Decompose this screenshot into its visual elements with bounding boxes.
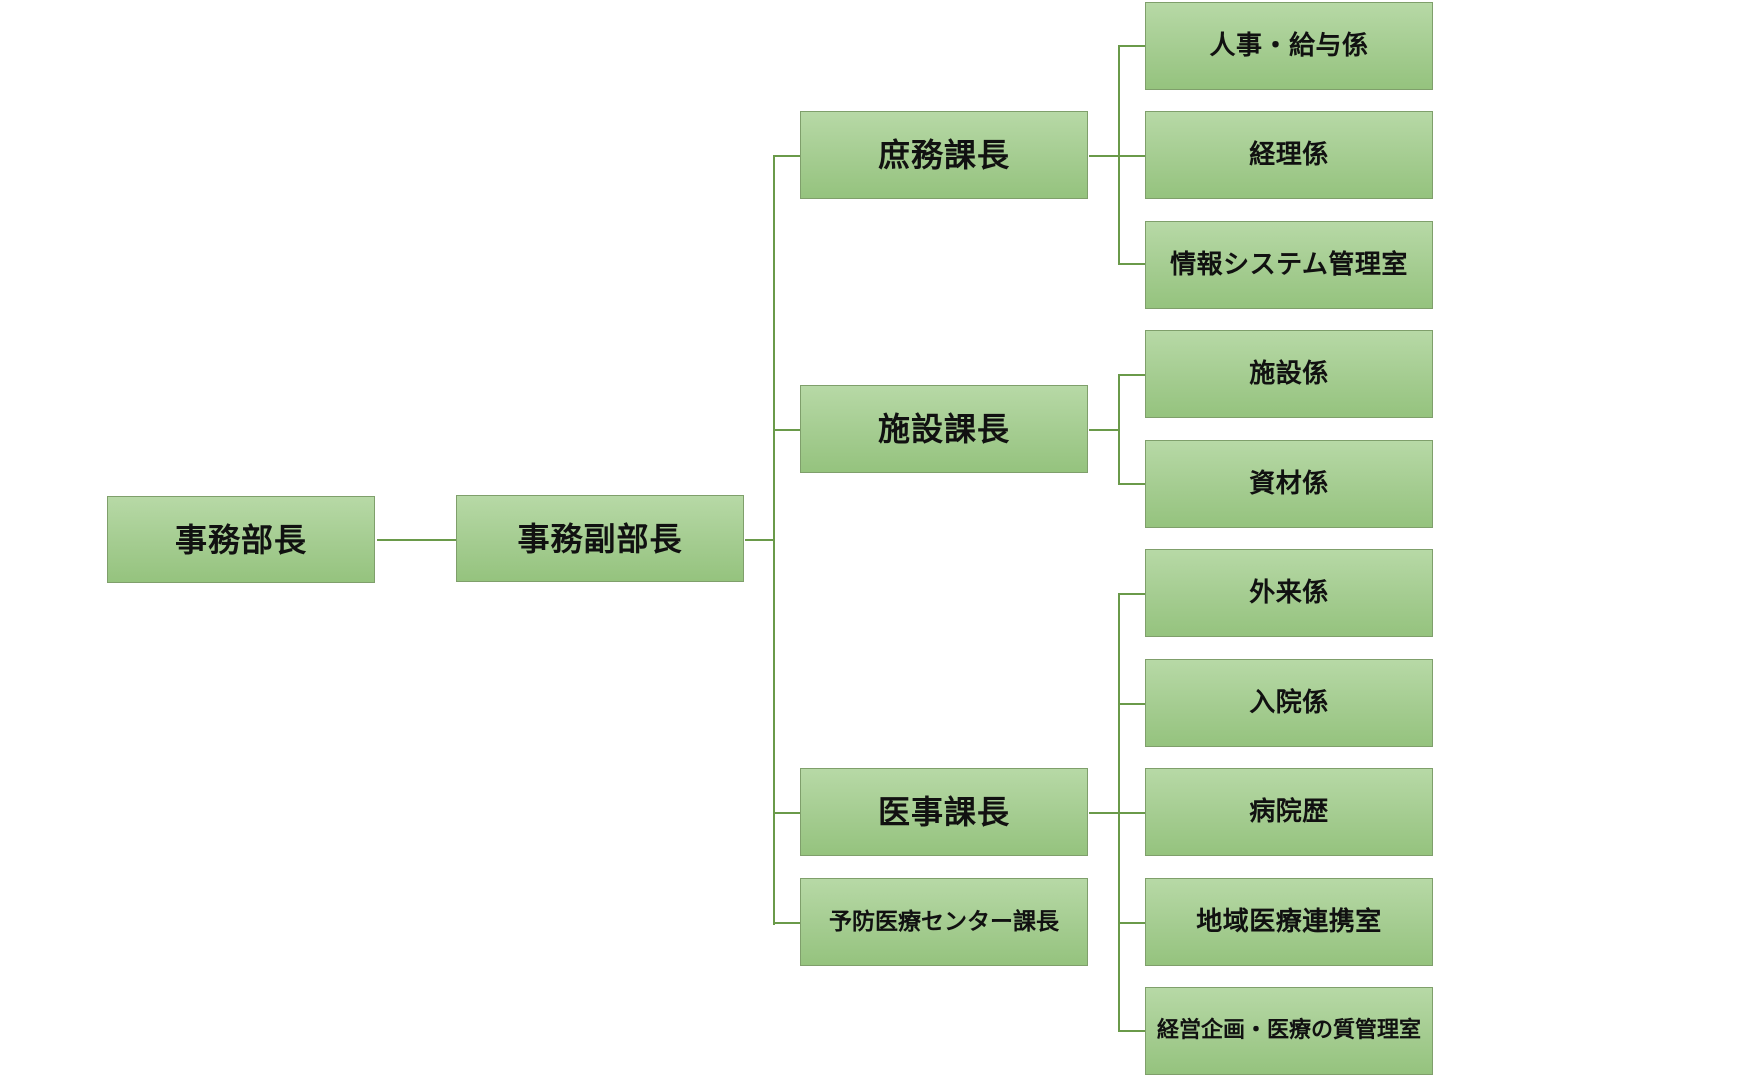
connector-to-hospital-records: [1118, 812, 1147, 814]
connector-to-outpatient: [1118, 593, 1147, 595]
connector-deputy-trunk: [745, 539, 774, 541]
regional-liaison-office-label: 地域医療連携室: [1196, 907, 1382, 937]
connector-to-medical-affairs: [773, 812, 802, 814]
connector-to-info-systems: [1118, 263, 1147, 265]
inpatient-unit-box: 入院係: [1145, 659, 1433, 747]
materials-unit-box: 資材係: [1145, 440, 1433, 528]
connector-section-trunk: [773, 155, 775, 925]
quality-management-office-box: 経営企画・医療の質管理室: [1145, 987, 1433, 1075]
deputy-director-label: 事務副部長: [517, 519, 683, 558]
outpatient-unit-box: 外来係: [1145, 549, 1433, 637]
facilities-manager-box: 施設課長: [800, 385, 1088, 473]
connector-facilities-out: [1089, 429, 1119, 431]
hr-payroll-unit-box: 人事・給与係: [1145, 2, 1433, 90]
preventive-center-manager-box: 予防医療センター課長: [800, 878, 1088, 966]
connector-general-affairs-out: [1089, 155, 1119, 157]
connector-to-general-affairs: [773, 155, 802, 157]
connector-to-hr-payroll: [1118, 45, 1147, 47]
connector-to-accounting: [1118, 155, 1147, 157]
connector-to-quality-management: [1118, 1030, 1147, 1032]
outpatient-unit-label: 外来係: [1249, 578, 1329, 608]
information-systems-office-label: 情報システム管理室: [1170, 250, 1408, 280]
connector-to-facility-unit: [1118, 374, 1147, 376]
facility-unit-label: 施設係: [1249, 359, 1329, 389]
materials-unit-label: 資材係: [1249, 469, 1329, 499]
facilities-manager-label: 施設課長: [877, 410, 1010, 448]
hr-payroll-unit-label: 人事・給与係: [1209, 31, 1369, 61]
medical-affairs-manager-label: 医事課長: [877, 793, 1010, 831]
facility-unit-box: 施設係: [1145, 330, 1433, 418]
director-label: 事務部長: [174, 520, 307, 559]
accounting-unit-label: 経理係: [1249, 140, 1329, 170]
hospital-records-unit-label: 病院歴: [1249, 797, 1329, 827]
preventive-center-manager-label: 予防医療センター課長: [829, 908, 1059, 935]
hospital-records-unit-box: 病院歴: [1145, 768, 1433, 856]
regional-liaison-office-box: 地域医療連携室: [1145, 878, 1433, 966]
inpatient-unit-label: 入院係: [1249, 688, 1329, 718]
accounting-unit-box: 経理係: [1145, 111, 1433, 199]
connector-to-facilities: [773, 429, 802, 431]
connector-to-regional-liaison: [1118, 922, 1147, 924]
information-systems-office-box: 情報システム管理室: [1145, 221, 1433, 309]
connector-facilities-vertical: [1118, 374, 1120, 485]
connector-to-inpatient: [1118, 703, 1147, 705]
general-affairs-manager-label: 庶務課長: [877, 136, 1010, 174]
deputy-director-box: 事務副部長: [456, 495, 744, 582]
medical-affairs-manager-box: 医事課長: [800, 768, 1088, 856]
general-affairs-manager-box: 庶務課長: [800, 111, 1088, 199]
quality-management-office-label: 経営企画・医療の質管理室: [1156, 1018, 1421, 1043]
connector-to-materials-unit: [1118, 483, 1147, 485]
connector-medical-affairs-out: [1089, 812, 1119, 814]
connector-director-deputy: [377, 539, 458, 541]
connector-to-preventive-center: [773, 922, 802, 924]
director-box: 事務部長: [107, 496, 375, 583]
